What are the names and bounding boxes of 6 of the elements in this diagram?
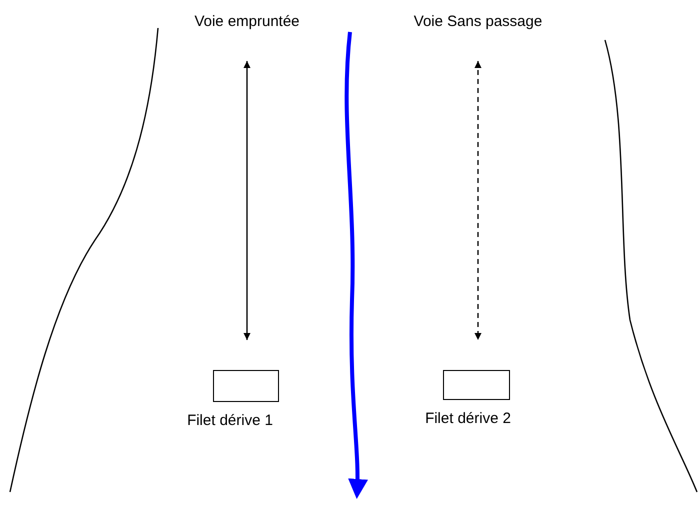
net-label: Filet dérive 1 [186,412,274,429]
double-arrow [244,61,250,340]
double-arrow [474,61,482,340]
lane-label: Voie empruntée [187,12,307,31]
net-label: Filet dérive 2 [424,410,512,427]
lane-label: Voie Sans passage [408,12,548,31]
